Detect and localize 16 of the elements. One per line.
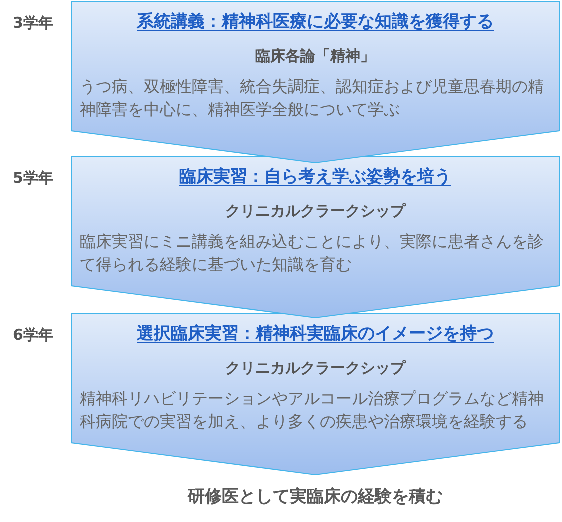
year-label: 6学年 (13, 325, 54, 345)
outcome-text: 研修医として実臨床の経験を積む (188, 486, 443, 509)
section-heading: 系統講義：精神科医療に必要な知識を獲得する (137, 11, 494, 34)
subheading: クリニカルクラークシップ (226, 201, 406, 221)
description-text: 精神科リハビリテーションやアルコール治療プログラムなど精神科病院での実習を加え、より多くの疾患や治療環境を経験する (80, 388, 545, 433)
chevron-box (71, 156, 560, 319)
subheading: クリニカルクラークシップ (226, 358, 406, 378)
description-text: 臨床実習にミニ講義を組み込むことにより、実際に患者さんを診て得られる経験に基づいた知識を育む (80, 231, 545, 276)
section-heading: 臨床実習：自ら考え学ぶ姿勢を培う (180, 166, 452, 189)
year-label: 3学年 (13, 13, 54, 33)
year-label: 5学年 (13, 168, 54, 188)
section-heading: 選択臨床実習：精神科実臨床のイメージを持つ (137, 323, 494, 346)
chevron-box (71, 313, 560, 476)
subheading: 臨床各論「精神」 (256, 46, 376, 66)
description-text: うつ病、双極性障害、統合失調症、認知症および児童思春期の精神障害を中心に、精神医学全般について学ぶ (80, 76, 545, 121)
chevron-box (71, 1, 560, 164)
